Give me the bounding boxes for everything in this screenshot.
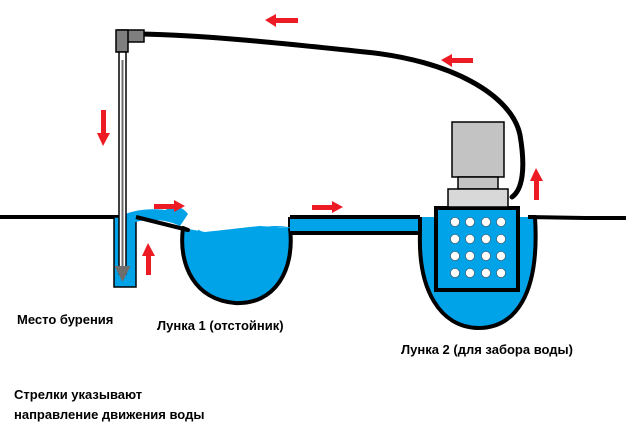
pit-1-label: Лунка 1 (отстойник) [157,318,284,333]
red-arrow-icon [142,243,155,275]
red-arrow-icon [530,168,543,200]
note-line-1: Стрелки указывают [14,387,143,402]
overflow-water [120,206,188,226]
red-arrow-icon [265,14,298,27]
pit-2-label: Лунка 2 (для забора воды) [401,342,573,357]
red-arrow-icon [154,200,185,212]
red-arrow-icon [97,110,110,146]
connecting-channel [290,215,420,235]
return-hose [137,31,526,200]
surface-pump-icon [447,121,509,208]
ground-line [0,215,626,220]
drill-site-label: Место бурения [17,312,114,327]
flow-arrows [97,14,543,275]
pit-1 [135,215,293,306]
red-arrow-icon [312,201,343,213]
red-arrow-icon [441,54,473,67]
drill-pipe-icon [114,29,145,282]
perforated-filter-icon [434,206,520,292]
note-line-2: направление движения воды [14,407,205,422]
